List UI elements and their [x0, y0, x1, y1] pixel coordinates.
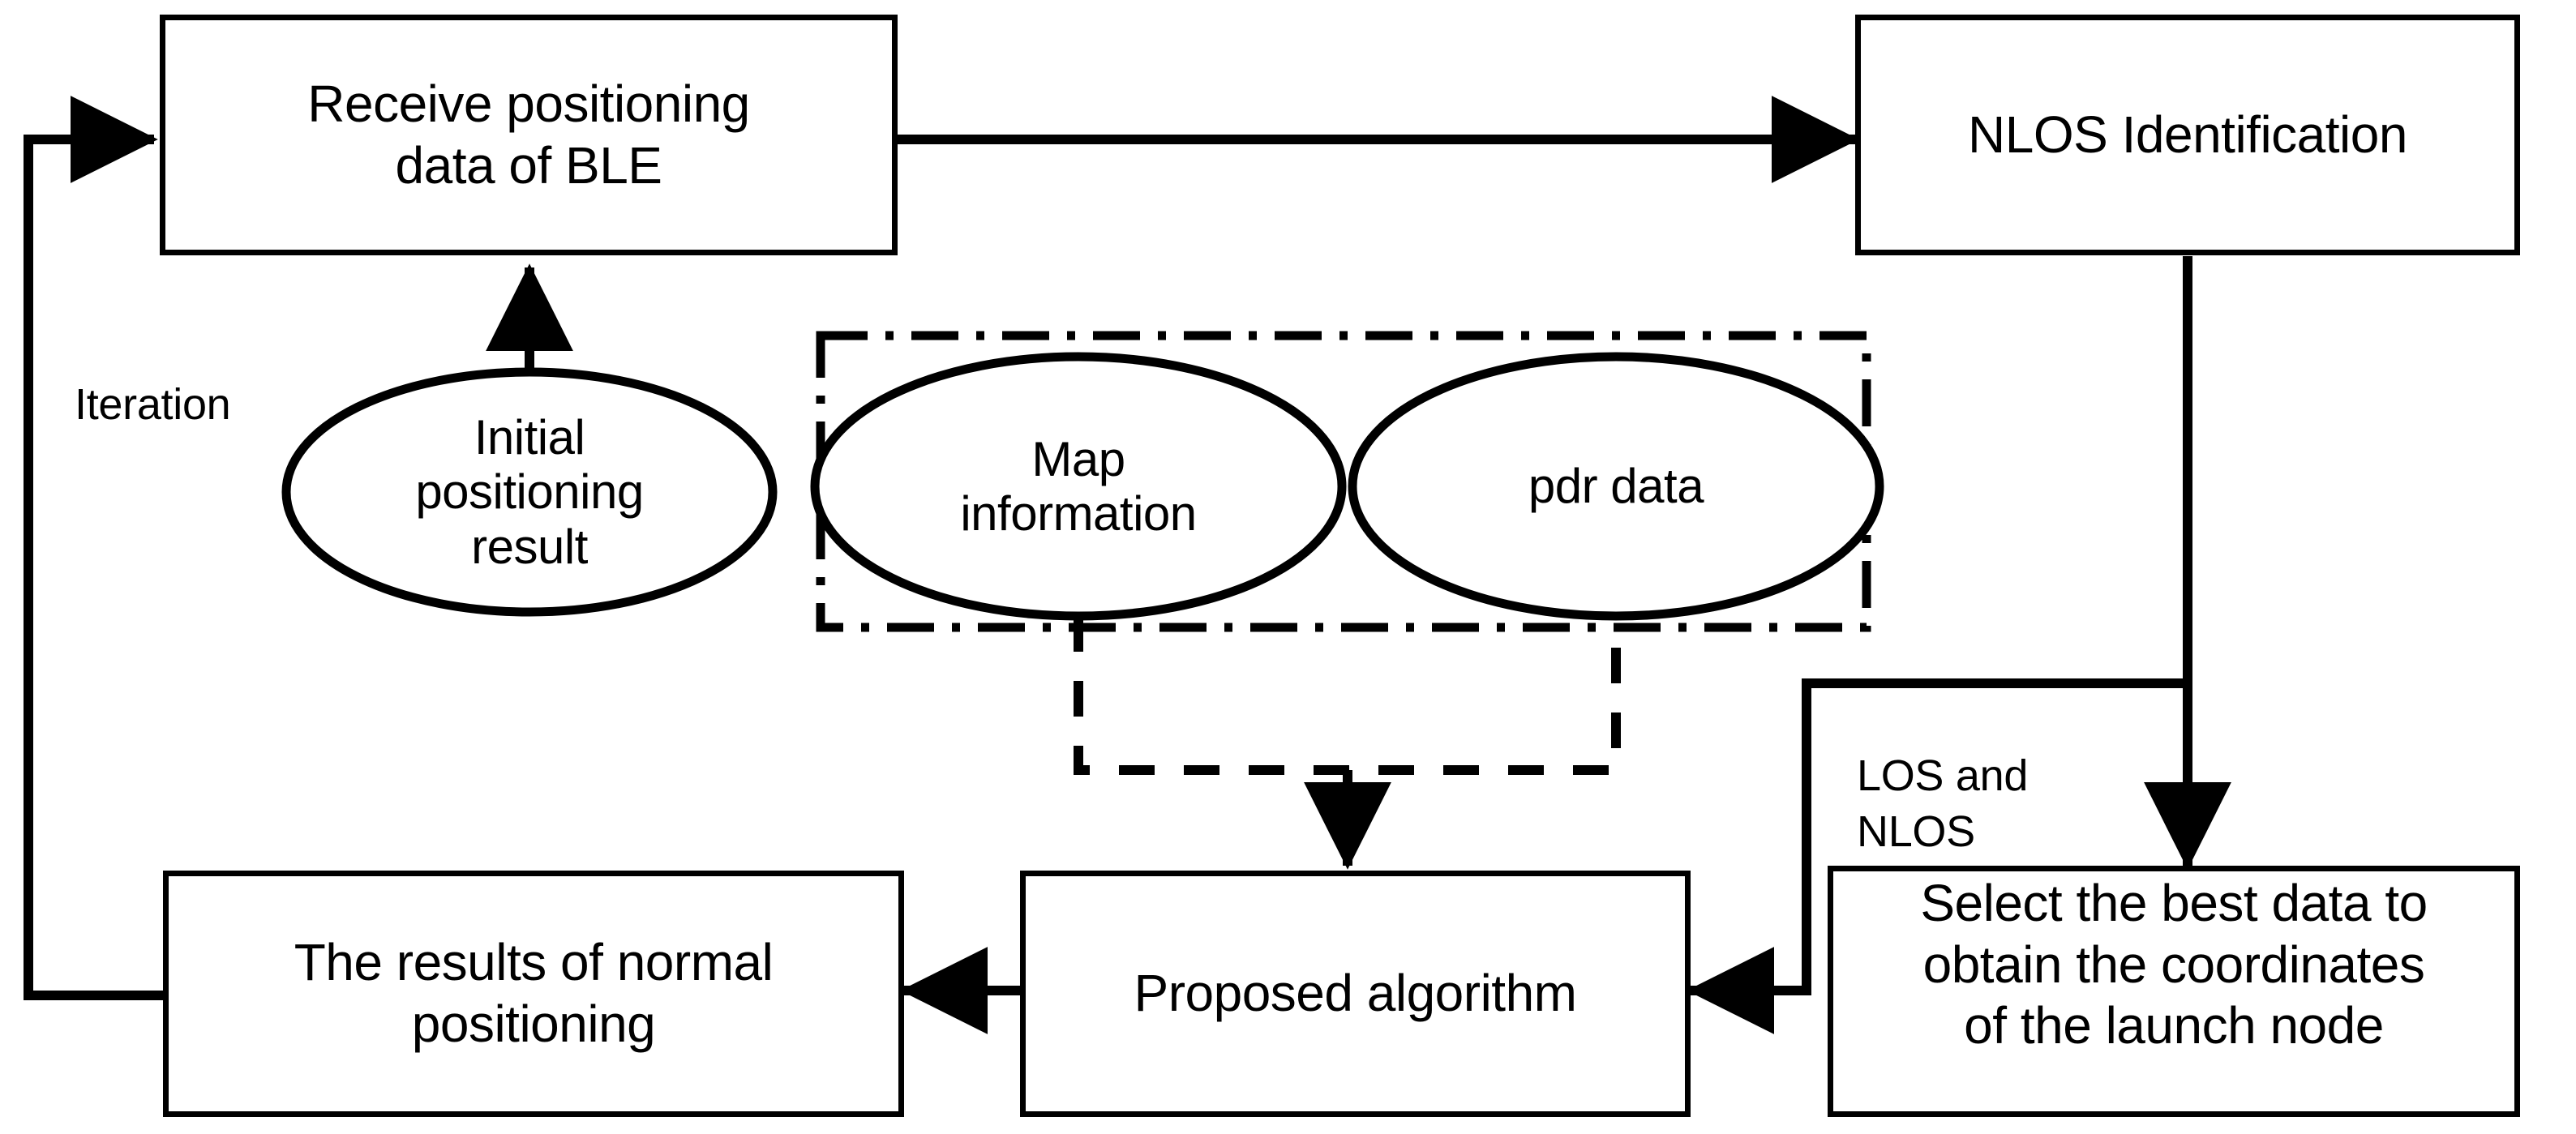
- ellipse-initial-result-shape: [281, 367, 778, 617]
- node-nlos-identification[interactable]: NLOS Identification: [1855, 15, 2520, 255]
- edge-dashed-merge-bracket: [1074, 616, 1621, 775]
- node-normal-results-label: The results of normal positioning: [294, 933, 774, 1053]
- node-select-best-label: Select the best data to obtain the coord…: [1920, 874, 2428, 1055]
- node-receive-ble-label: Receive positioning data of BLE: [307, 74, 750, 195]
- node-proposed-algorithm-label: Proposed algorithm: [1134, 964, 1577, 1023]
- edge-label-los-and-nlos: LOS and NLOS: [1857, 692, 2028, 860]
- node-proposed-algorithm[interactable]: Proposed algorithm: [1020, 871, 1691, 1117]
- edge-iteration-feedback: [24, 96, 163, 1000]
- edge-select-to-proposed: [1687, 678, 1828, 1034]
- edge-label-los-and-nlos-text: LOS and NLOS: [1857, 751, 2029, 857]
- node-receive-ble[interactable]: Receive positioning data of BLE: [160, 15, 898, 255]
- node-normal-results[interactable]: The results of normal positioning: [163, 871, 904, 1117]
- ellipse-map-information-shape: [810, 352, 1347, 621]
- edge-label-iteration-text: Iteration: [75, 380, 231, 430]
- edge-label-iteration: Iteration: [75, 321, 231, 433]
- node-nlos-identification-label: NLOS Identification: [1968, 105, 2407, 164]
- ellipse-pdr-data-shape: [1348, 352, 1884, 621]
- node-select-best[interactable]: Select the best data to obtain the coord…: [1828, 866, 2520, 1117]
